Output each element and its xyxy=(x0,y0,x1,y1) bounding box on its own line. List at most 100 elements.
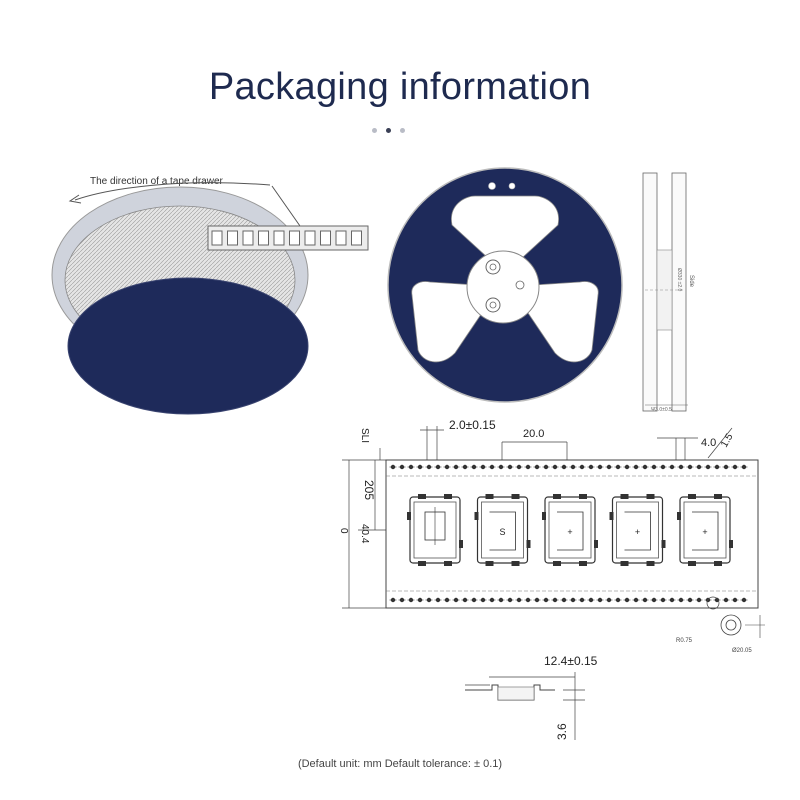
sprocket-hole-icon xyxy=(506,464,514,470)
sprocket-hole-icon xyxy=(713,464,721,470)
tape-width-dimension: 40.4 xyxy=(359,524,370,544)
edge-to-center-dimension: 205 xyxy=(362,480,376,500)
reel-front-view xyxy=(387,167,623,403)
hub-hole-icon xyxy=(485,259,501,275)
sprocket-hole-icon xyxy=(533,597,541,603)
sprocket-hole-icon xyxy=(677,464,685,470)
reel-front-flange xyxy=(67,277,309,415)
tape-pocket xyxy=(335,230,347,246)
sprocket-hole-icon xyxy=(524,597,532,603)
sprocket-hole-icon xyxy=(596,597,604,603)
sprocket-hole-icon xyxy=(497,597,505,603)
sprocket-hole-icon xyxy=(722,597,730,603)
sprocket-hole-icon xyxy=(623,464,631,470)
cavity-mark: + xyxy=(567,527,572,537)
sprocket-hole-icon xyxy=(470,464,478,470)
side-bottom-label: Ψ3.0±0.5 xyxy=(651,407,672,413)
detail-hole-icon xyxy=(720,614,742,636)
sprocket-hole-icon xyxy=(479,464,487,470)
sprocket-hole-icon xyxy=(398,464,406,470)
tape-direction-label: The direction of a tape drawer xyxy=(90,176,224,187)
hub-hole-icon xyxy=(485,297,501,313)
sprocket-hole-icon xyxy=(731,597,739,603)
sprocket-hole-icon xyxy=(587,464,595,470)
pitch-dimension: 20.0 xyxy=(523,428,544,440)
tape-pocket xyxy=(211,230,223,246)
tape-pocket xyxy=(351,230,362,246)
tape-pocket xyxy=(227,230,238,246)
sprocket-hole-icon xyxy=(407,597,415,603)
sprocket-hole-icon xyxy=(695,464,703,470)
sprocket-hole-icon xyxy=(488,464,496,470)
sprocket-hole-icon xyxy=(515,464,523,470)
sprocket-hole-icon xyxy=(560,597,568,603)
tape-cavity: + xyxy=(677,494,733,566)
tape-pocket xyxy=(289,230,300,246)
hole-small-dimension: Ø20.05 xyxy=(732,648,752,654)
flange-hole-icon xyxy=(508,182,516,190)
sprocket-hole-icon xyxy=(461,597,469,603)
tape-pocket xyxy=(242,230,254,246)
sprocket-hole-icon xyxy=(551,597,559,603)
sprocket-hole-icon xyxy=(659,597,667,603)
sprocket-hole-icon xyxy=(470,597,478,603)
zero-reference: 0 xyxy=(338,528,349,534)
tape-cavity: S xyxy=(474,494,531,566)
top-edge-dimension: SLI xyxy=(359,428,370,443)
sprocket-hole-icon xyxy=(740,597,748,603)
sprocket-hole-icon xyxy=(722,464,730,470)
sprocket-hole-icon xyxy=(668,597,676,603)
sprocket-hole-icon xyxy=(614,464,622,470)
sprocket-hole-icon xyxy=(659,464,667,470)
sprocket-hole-icon xyxy=(623,597,631,603)
sprocket-hole-icon xyxy=(542,597,550,603)
sprocket-hole-icon xyxy=(542,464,550,470)
sprocket-hole-icon xyxy=(578,597,586,603)
page-title: Packaging information xyxy=(208,66,592,108)
sprocket-hole-icon xyxy=(443,464,451,470)
carousel-dot[interactable] xyxy=(372,128,377,133)
sprocket-hole-icon xyxy=(452,464,460,470)
sprocket-hole-icon xyxy=(569,464,577,470)
tape-drawing: 2.0±0.15 20.0 4.0 1.5 SLI 205 40.4 0 R0.… xyxy=(338,418,765,740)
carousel-dot-active[interactable] xyxy=(386,128,391,133)
sprocket-hole-icon xyxy=(425,464,433,470)
sprocket-hole-icon xyxy=(434,597,442,603)
sprocket-hole-icon xyxy=(731,464,739,470)
sprocket-hole-icon xyxy=(578,464,586,470)
sprocket-hole-icon xyxy=(713,597,721,603)
sprocket-hole-icon xyxy=(443,597,451,603)
sprocket-hole-icon xyxy=(632,597,640,603)
reel-window-top xyxy=(451,195,559,259)
sprocket-hole-icon xyxy=(497,464,505,470)
carousel-dot[interactable] xyxy=(400,128,405,133)
cavity-depth-dimension: 12.4±0.15 xyxy=(544,654,598,668)
sprocket-hole-icon xyxy=(740,464,748,470)
sprocket-hole-icon xyxy=(515,597,523,603)
sprocket-pitch-dimension: 4.0 xyxy=(701,437,716,449)
sprocket-hole-icon xyxy=(596,464,604,470)
sprocket-hole-icon xyxy=(632,464,640,470)
reel-window-left xyxy=(411,281,483,363)
sprocket-hole-icon xyxy=(416,464,424,470)
sprocket-hole-icon xyxy=(704,464,712,470)
flange-hole-icon xyxy=(488,182,496,190)
sprocket-hole-icon xyxy=(641,597,649,603)
sprocket-hole-icon xyxy=(641,464,649,470)
tape-pockets xyxy=(211,230,362,246)
hole-width-dimension: 2.0±0.15 xyxy=(449,418,496,432)
sprocket-holes xyxy=(389,464,748,603)
tape-cavities: S+++ xyxy=(407,494,733,566)
reel-perspective-view: The direction of a tape drawer xyxy=(51,176,369,415)
sprocket-hole-icon xyxy=(650,597,658,603)
sprocket-hole-icon xyxy=(686,464,694,470)
sprocket-hole-icon xyxy=(668,464,676,470)
sprocket-hole-icon xyxy=(389,464,397,470)
cavity-mark: + xyxy=(702,527,707,537)
cavity-mark: S xyxy=(499,527,505,537)
reel-diameter-label: Ø330 ±2.0 xyxy=(676,268,682,292)
tape-pocket xyxy=(320,230,331,246)
reel-hub xyxy=(466,250,540,324)
sprocket-hole-icon xyxy=(650,464,658,470)
sprocket-hole-icon xyxy=(524,464,532,470)
